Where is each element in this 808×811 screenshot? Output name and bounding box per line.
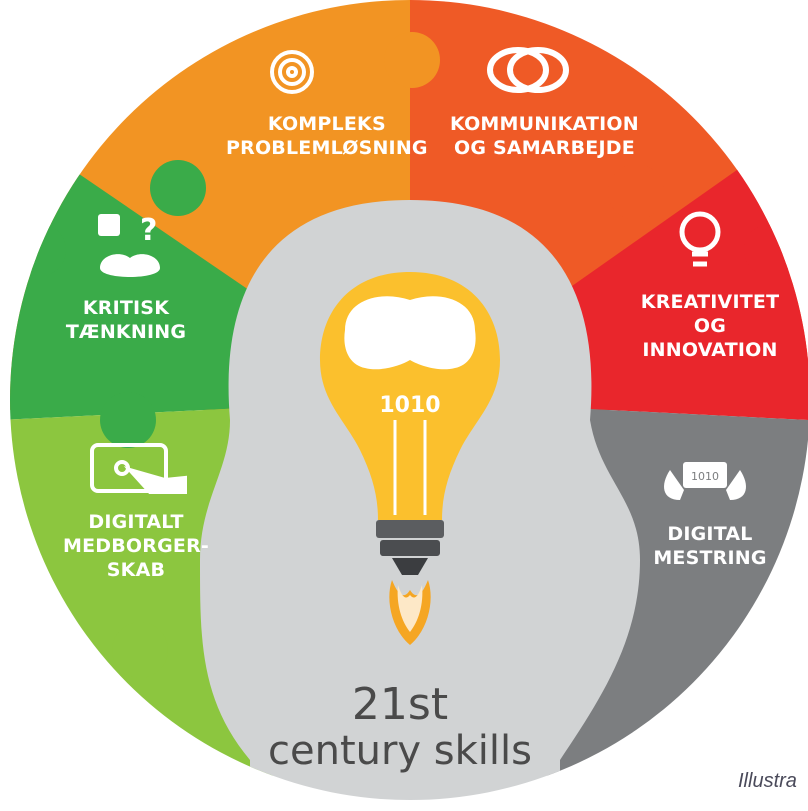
svg-text:?: ?	[140, 213, 157, 248]
knob-lightgreen-bottom	[112, 622, 168, 678]
rocket-lightbulb-icon: 1010	[320, 272, 500, 645]
knob-lightgreen	[100, 392, 156, 448]
segment-line: DIGITAL	[667, 523, 753, 545]
segment-line: OG SAMARBEJDE	[454, 137, 635, 159]
segment-line: KREATIVITET	[640, 291, 780, 313]
segment-line: SKAB	[106, 559, 166, 581]
segment-line: KOMPLEKS	[267, 113, 386, 135]
segment-line: DIGITALT	[88, 511, 184, 533]
segment-label-kritisk: KRITISK TÆNKNING	[56, 296, 196, 344]
center-title-line1: 21st	[351, 679, 449, 730]
segment-label-kompleks: KOMPLEKS PROBLEMLØSNING	[226, 112, 428, 160]
segment-line: OG	[693, 315, 727, 337]
knob-red-right	[744, 224, 796, 276]
segment-label-kreativitet: KREATIVITET OG INNOVATION	[630, 290, 790, 362]
lightbulb-icon	[679, 211, 721, 267]
bulb-binary-label: 1010	[379, 393, 440, 418]
hands-binary-icon: 1010	[664, 462, 746, 500]
brain-icon	[344, 296, 476, 370]
segment-line: INNOVATION	[642, 339, 778, 361]
segment-line: KOMMUNIKATION	[450, 113, 639, 135]
segment-label-digitalt-medborgerskab: DIGITALT MEDBORGER- SKAB	[56, 510, 216, 582]
brain-question-icon: ?	[98, 213, 160, 277]
segment-line: PROBLEMLØSNING	[226, 137, 428, 159]
segment-label-digital-mestring: DIGITAL MESTRING	[650, 522, 770, 570]
segment-line: MESTRING	[653, 547, 767, 569]
center-title-line2: century skills	[267, 728, 532, 774]
knob-orange-red	[384, 32, 440, 88]
touch-screen-icon	[90, 443, 187, 494]
segment-line: MEDBORGER-	[62, 535, 209, 557]
knob-red-red	[608, 164, 664, 220]
segment-line: KRITISK	[82, 297, 170, 319]
segment-label-kommunikation: KOMMUNIKATION OG SAMARBEJDE	[450, 112, 639, 160]
labyrinth-icon	[270, 50, 314, 94]
knob-green-orange	[150, 160, 206, 216]
binary-text: 1010	[691, 470, 719, 483]
segment-line: TÆNKNING	[65, 321, 187, 343]
speech-bubbles-icon	[487, 47, 569, 93]
illustration-credit: Illustra	[738, 770, 797, 792]
knob-green-left	[14, 224, 66, 276]
